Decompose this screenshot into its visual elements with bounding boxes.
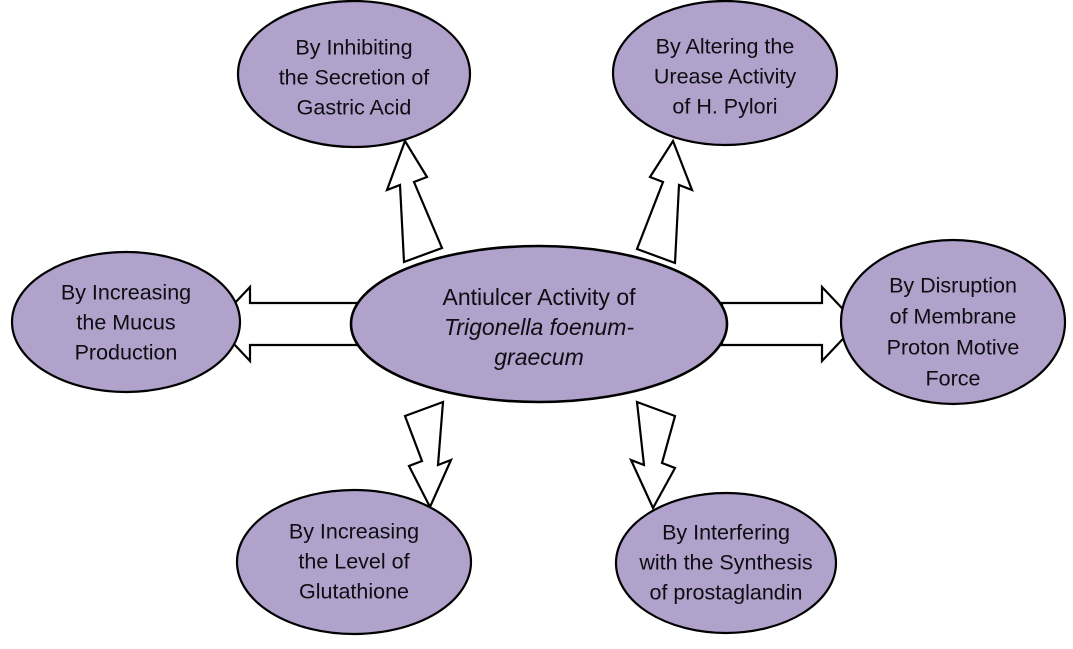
node-label-line-1: By Altering the: [656, 35, 795, 59]
node-label-line-1: By Increasing: [289, 520, 419, 544]
node-label-line-3: of prostaglandin: [650, 581, 803, 605]
node-label-line-2: Urease Activity: [654, 65, 796, 89]
node-label-line-3: Glutathione: [299, 580, 409, 604]
arrow-to-increasing-glutathione: [403, 400, 454, 510]
node-label-line-1: By Increasing: [61, 281, 191, 305]
node-disruption-proton-motive-force[interactable]: By Disruption of Membrane Proton Motive …: [839, 238, 1067, 406]
center-label-line-2: Trigonella foenum-: [444, 314, 634, 340]
node-ellipse: [236, 0, 472, 149]
node-inhibiting-gastric-acid[interactable]: By Inhibiting the Secretion of Gastric A…: [236, 0, 472, 149]
node-altering-urease-activity[interactable]: By Altering the Urease Activity of H. Py…: [611, 0, 839, 147]
node-label-line-1: By Interfering: [662, 521, 790, 545]
arrow-to-interfering-prostaglandin-synthesis: [628, 400, 677, 511]
node-label-line-2: of Membrane: [890, 305, 1017, 329]
center-label-line-3: graecum: [494, 344, 583, 370]
node-label-line-2: the Level of: [298, 550, 409, 574]
node-ellipse: [614, 491, 838, 635]
node-label-line-1: By Disruption: [889, 274, 1017, 298]
node-label-line-4: Force: [926, 367, 981, 391]
center-node-ellipse: [349, 244, 729, 404]
node-ellipse: [839, 238, 1067, 406]
arrow-to-altering-urease-activity: [635, 138, 694, 265]
node-label-line-2: with the Synthesis: [638, 551, 812, 575]
node-label-line-3: Proton Motive: [887, 336, 1020, 360]
node-label-line-3: Production: [75, 341, 178, 365]
node-label-line-2: the Secretion of: [279, 66, 430, 90]
node-label-line-2: the Mucus: [76, 311, 175, 335]
node-ellipse: [10, 250, 242, 394]
node-label-line-1: By Inhibiting: [295, 36, 412, 60]
node-ellipse: [235, 488, 473, 636]
arrow-to-inhibiting-gastric-acid: [385, 138, 444, 264]
arrow-to-disruption-proton-motive-force: [720, 284, 859, 364]
node-interfering-prostaglandin-synthesis[interactable]: By Interfering with the Synthesis of pro…: [614, 491, 838, 635]
node-label-line-3: Gastric Acid: [297, 96, 412, 120]
node-increasing-mucus-production[interactable]: By Increasing the Mucus Production: [10, 250, 242, 394]
center-label-line-1: Antiulcer Activity of: [442, 284, 636, 310]
node-center-antiulcer-activity[interactable]: Antiulcer Activity of Trigonella foenum-…: [349, 244, 729, 404]
node-ellipse: [611, 0, 839, 147]
node-label-line-3: of H. Pylori: [672, 95, 777, 119]
node-increasing-glutathione[interactable]: By Increasing the Level of Glutathione: [235, 488, 473, 636]
